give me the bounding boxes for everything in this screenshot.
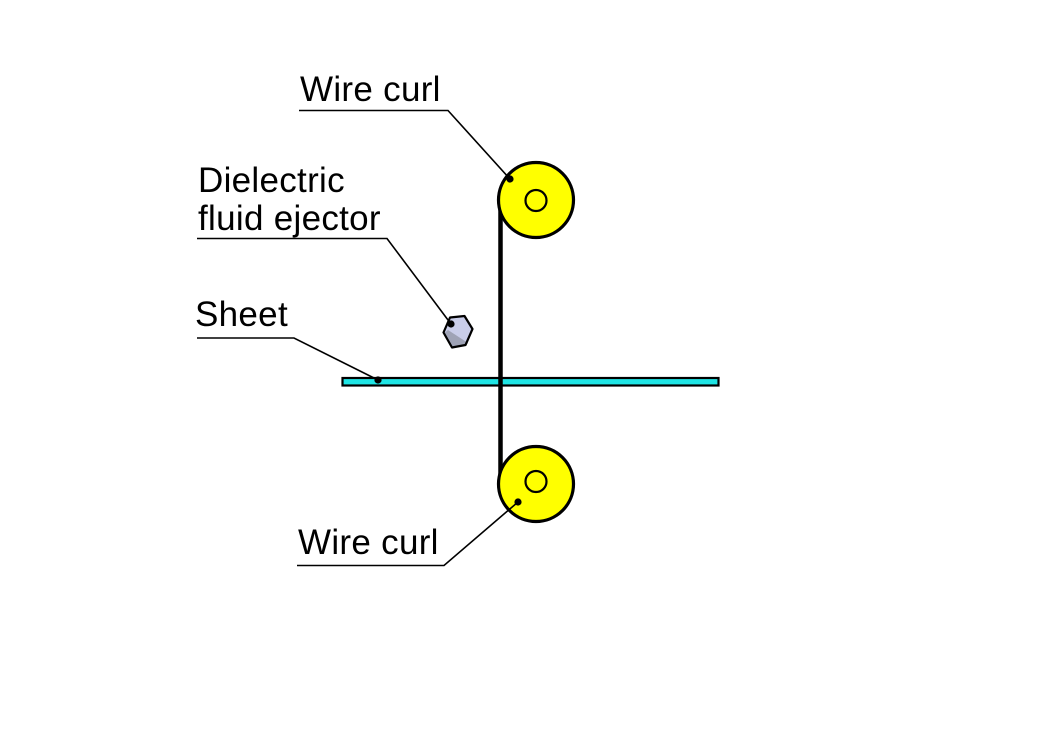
sheet-shape <box>341 376 720 387</box>
label-wire-curl-top: Wire curl <box>300 70 441 109</box>
label-wire-curl-bottom: Wire curl <box>298 523 439 562</box>
leader-dot-wire-curl-top <box>506 175 514 183</box>
leader-wire-curl-top <box>299 109 511 180</box>
top-spool-hub <box>524 188 548 213</box>
dielectric-ejector-outline <box>442 314 474 349</box>
label-sheet: Sheet <box>195 295 288 334</box>
label-dielectric-fluid-ejector: Dielectric fluid ejector <box>198 161 381 238</box>
bottom-spool-hub <box>524 469 548 494</box>
leader-dot-sheet <box>374 376 382 384</box>
leader-dot-dielectric-ejector <box>447 320 455 328</box>
leader-wire-curl-bottom <box>297 501 519 567</box>
leader-dielectric-ejector <box>197 237 452 325</box>
leader-sheet <box>197 337 379 381</box>
leader-dot-wire-curl-bottom <box>514 498 522 506</box>
